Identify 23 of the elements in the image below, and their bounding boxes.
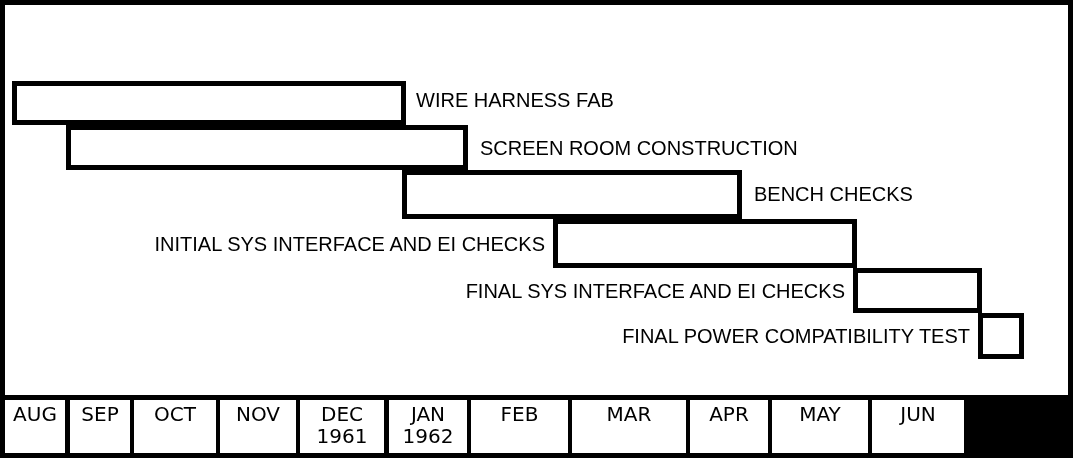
month-label: NOV bbox=[220, 400, 296, 453]
month-label: MAR bbox=[572, 400, 686, 453]
month-label: MAY bbox=[772, 400, 868, 453]
task-label: WIRE HARNESS FAB bbox=[416, 88, 614, 112]
task-label: FINAL POWER COMPATIBILITY TEST bbox=[622, 324, 970, 348]
task-label: FINAL SYS INTERFACE AND EI CHECKS bbox=[465, 279, 845, 303]
gantt-bar bbox=[66, 125, 468, 170]
month-label: FEB bbox=[471, 400, 568, 453]
month-label: DEC 1961 bbox=[300, 400, 384, 453]
gantt-bar bbox=[12, 81, 406, 125]
task-label: SCREEN ROOM CONSTRUCTION bbox=[480, 136, 798, 160]
month-label: JUN bbox=[872, 400, 964, 453]
gantt-bar bbox=[553, 219, 857, 268]
gantt-bar bbox=[853, 268, 982, 313]
gantt-bar bbox=[402, 170, 742, 219]
month-label: OCT bbox=[134, 400, 216, 453]
month-label: JAN 1962 bbox=[389, 400, 467, 453]
month-label: SEP bbox=[70, 400, 130, 453]
gantt-bar bbox=[978, 313, 1024, 359]
task-label: INITIAL SYS INTERFACE AND EI CHECKS bbox=[154, 232, 545, 256]
month-label: AUG bbox=[5, 400, 65, 453]
task-label: BENCH CHECKS bbox=[754, 182, 913, 206]
month-label: APR bbox=[690, 400, 768, 453]
